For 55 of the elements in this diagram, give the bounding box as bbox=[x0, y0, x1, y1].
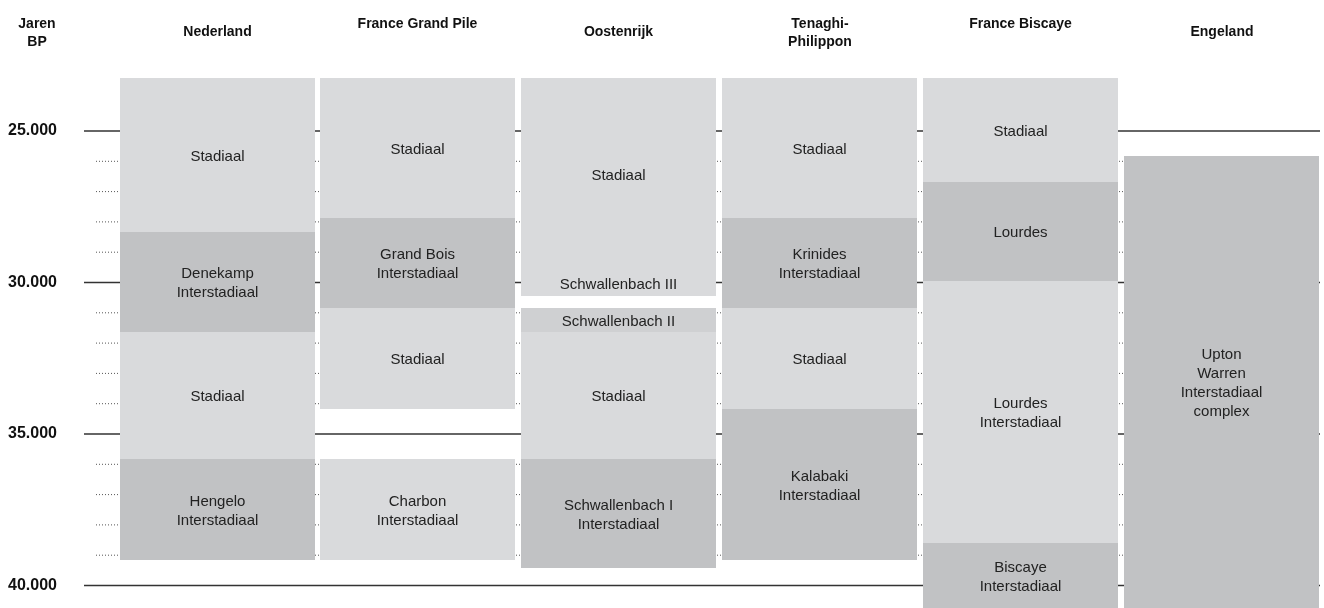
period-name: Hengelo Interstadiaal bbox=[175, 490, 260, 529]
column-header: Tenaghi-Philippon bbox=[787, 14, 853, 50]
period-name: Biscaye Interstadiaal bbox=[978, 556, 1063, 595]
period-block bbox=[923, 543, 1118, 608]
column-header: France Biscaye bbox=[968, 14, 1073, 32]
axis-tick-label: 25.000 bbox=[8, 121, 58, 139]
period-block bbox=[521, 459, 716, 568]
period-block bbox=[120, 332, 315, 459]
axis-tick-label: 35.000 bbox=[8, 424, 58, 442]
period-block bbox=[722, 409, 917, 560]
period-block bbox=[521, 308, 716, 332]
period-block bbox=[120, 459, 315, 560]
period-name: Stadiaal bbox=[390, 138, 445, 158]
period-block bbox=[521, 271, 716, 296]
period-name: Lourdes Interstadiaal bbox=[978, 393, 1063, 431]
period-block bbox=[521, 78, 716, 271]
period-name: Schwallenbach III bbox=[559, 274, 678, 293]
column-header: Oostenrijk bbox=[582, 22, 655, 40]
column-header: Engeland bbox=[1189, 22, 1255, 40]
period-block bbox=[923, 78, 1118, 182]
period-name: Upton Warren Interstadiaal complex bbox=[1179, 344, 1264, 420]
period-name: Stadiaal bbox=[390, 349, 445, 368]
period-block bbox=[320, 308, 515, 409]
axis-tick-label: 30.000 bbox=[8, 272, 58, 291]
period-name: Krinides Interstadiaal bbox=[777, 244, 862, 282]
period-block bbox=[923, 182, 1118, 281]
period-block bbox=[923, 281, 1118, 543]
period-name: Stadiaal bbox=[190, 145, 245, 165]
period-block bbox=[120, 78, 315, 232]
axis-tick-label: 40.000 bbox=[8, 575, 58, 594]
period-name: Stadiaal bbox=[792, 349, 847, 368]
period-name: Kalabaki Interstadiaal bbox=[777, 465, 862, 504]
period-block bbox=[320, 78, 515, 218]
period-block bbox=[320, 459, 515, 560]
period-block bbox=[521, 332, 716, 459]
period-name: Schwallenbach II bbox=[561, 310, 676, 330]
period-name: Stadiaal bbox=[190, 386, 245, 405]
period-name: Stadiaal bbox=[792, 138, 847, 158]
period-name: Schwallenbach I Interstadiaal bbox=[562, 494, 675, 533]
period-name: Charbon Interstadiaal bbox=[375, 490, 460, 529]
period-name: Grand Bois Interstadiaal bbox=[375, 244, 460, 282]
period-name: Stadiaal bbox=[591, 386, 646, 405]
period-block bbox=[722, 78, 917, 218]
period-block bbox=[320, 218, 515, 308]
period-block bbox=[120, 232, 315, 332]
period-block bbox=[722, 308, 917, 409]
period-block bbox=[722, 218, 917, 308]
period-block bbox=[1124, 156, 1319, 608]
period-name: Stadiaal bbox=[993, 120, 1048, 140]
column-header: Nederland bbox=[182, 22, 253, 40]
column-header: Jaren BP bbox=[17, 14, 57, 50]
period-name: Lourdes bbox=[993, 222, 1048, 241]
period-name: Stadiaal bbox=[591, 165, 646, 184]
period-name: Denekamp Interstadiaal bbox=[175, 263, 260, 301]
column-header: France Grand Pile bbox=[356, 14, 479, 32]
